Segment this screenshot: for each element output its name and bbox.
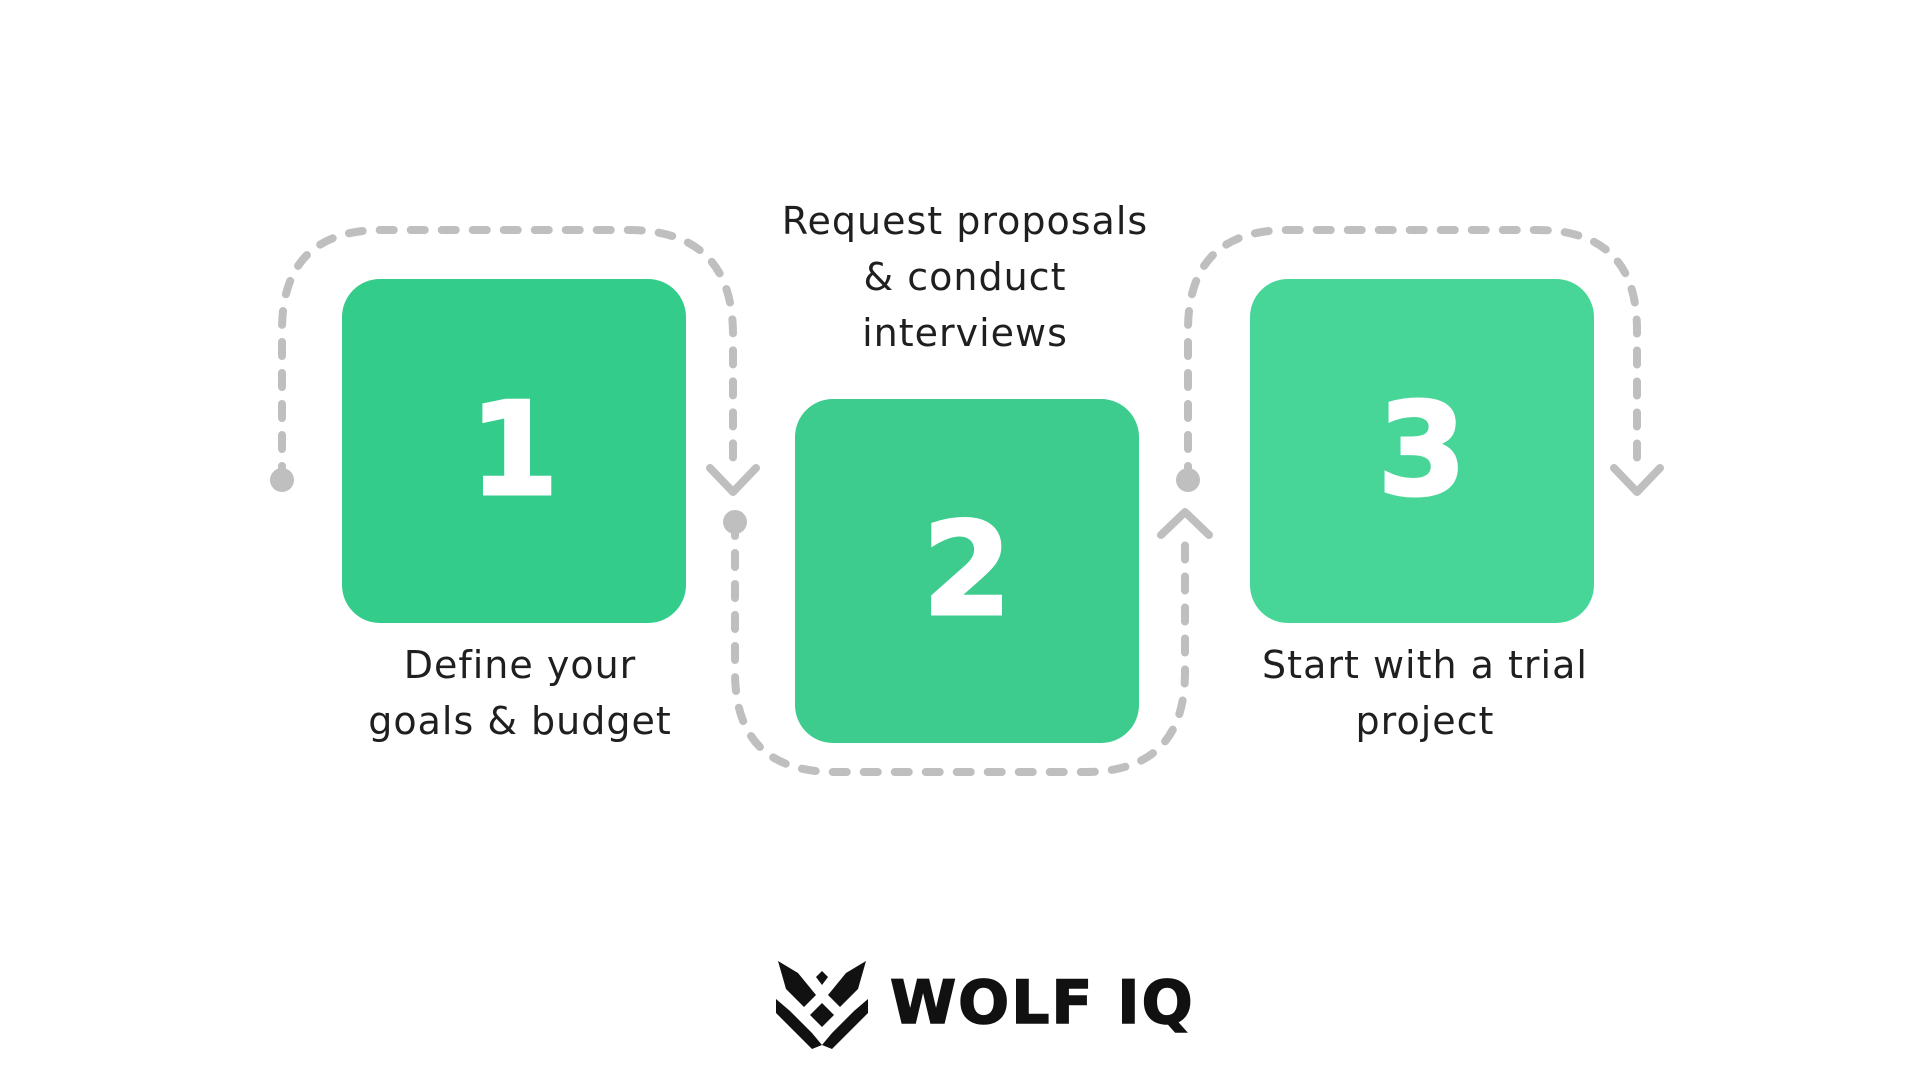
step-2-box: 2 — [795, 399, 1139, 743]
step-3-label: Start with a trial project — [1262, 643, 1588, 743]
chevron-down-icon — [706, 464, 760, 496]
connector-start-dot-3 — [1176, 468, 1200, 492]
connector-start-dot-1 — [270, 468, 294, 492]
connector-path-3 — [1184, 226, 1641, 484]
step-2-number: 2 — [921, 496, 1013, 645]
connector-path-1 — [278, 226, 737, 484]
wolf-logo-icon — [776, 961, 868, 1049]
step-3-number: 3 — [1376, 376, 1468, 525]
step-3-box: 3 — [1250, 279, 1594, 623]
brand-name: WOLF IQ — [889, 967, 1195, 1039]
brand-logo: WOLF IQ — [776, 955, 1195, 1050]
connector-start-dot-2 — [723, 510, 747, 534]
step-1-number: 1 — [468, 376, 560, 525]
step-2-label: Request proposals & conduct interviews — [781, 199, 1149, 355]
step-1-label: Define your goals & budget — [368, 643, 672, 743]
chevron-up-icon — [1157, 508, 1213, 539]
connector-path-2 — [731, 518, 1189, 776]
step-1-box: 1 — [342, 279, 686, 623]
chevron-down-icon — [1610, 464, 1664, 496]
